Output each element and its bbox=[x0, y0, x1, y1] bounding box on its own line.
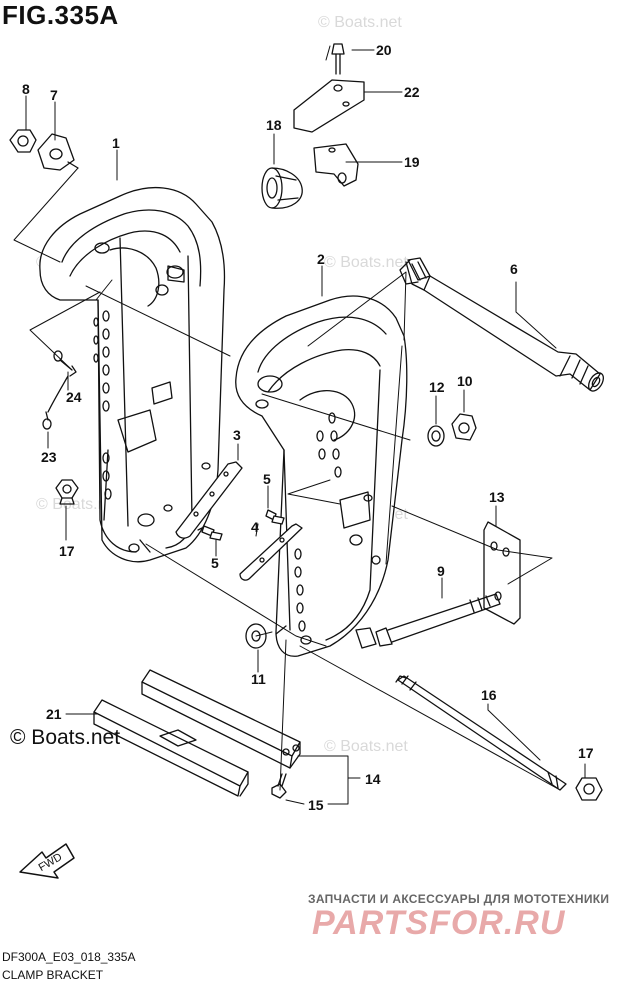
callout-2: 2 bbox=[317, 251, 325, 267]
callout-24: 24 bbox=[66, 389, 82, 405]
part-7-plate[interactable] bbox=[37, 133, 79, 171]
diagram-caption: CLAMP BRACKET bbox=[2, 968, 104, 982]
part-17-nut-left[interactable] bbox=[55, 479, 79, 505]
watermark: © Boats.net bbox=[324, 254, 408, 271]
copyright-brand: © Boats.net bbox=[10, 726, 121, 749]
part-15-screw[interactable] bbox=[271, 773, 287, 799]
clamp-bracket-starboard[interactable] bbox=[235, 295, 408, 657]
callout-17-left: 17 bbox=[59, 543, 75, 559]
part-12-washer[interactable] bbox=[427, 425, 445, 447]
part-14-plate[interactable] bbox=[141, 669, 301, 769]
forward-direction-arrow: FWD bbox=[19, 843, 75, 879]
callout-numbers: 1 2 3 4 5 5 6 7 8 9 10 11 12 13 14 15 16… bbox=[22, 42, 594, 813]
ad-brand: PARTSFOR.RU bbox=[312, 904, 566, 942]
callout-3: 3 bbox=[233, 427, 241, 443]
callout-12: 12 bbox=[429, 379, 445, 395]
watermark: © Boats.net bbox=[318, 14, 402, 31]
part-10-nut[interactable] bbox=[451, 413, 477, 441]
part-22-bracket[interactable] bbox=[293, 79, 365, 133]
assembly-lines bbox=[13, 45, 561, 791]
part-16-bolt[interactable] bbox=[395, 675, 567, 791]
part-17-nut-right[interactable] bbox=[575, 777, 603, 801]
watermark: © Boats.net bbox=[324, 738, 408, 755]
callout-1: 1 bbox=[112, 135, 120, 151]
bracket-adjust-holes bbox=[93, 310, 112, 500]
callout-13: 13 bbox=[489, 489, 505, 505]
part-21-block[interactable] bbox=[93, 699, 249, 797]
callout-9: 9 bbox=[437, 563, 445, 579]
part-6-tilt-tube[interactable] bbox=[399, 257, 606, 394]
watermark: © Boats.net bbox=[36, 496, 120, 513]
callout-6: 6 bbox=[510, 261, 518, 277]
callout-19: 19 bbox=[404, 154, 420, 170]
part-3-plate[interactable] bbox=[175, 461, 243, 539]
part-20-bolt[interactable] bbox=[331, 43, 345, 75]
callout-5-lower: 5 bbox=[211, 555, 219, 571]
part-13-plate[interactable] bbox=[483, 521, 521, 625]
ad-tagline: ЗАПЧАСТИ И АКСЕССУАРЫ ДЛЯ МОТОТЕХНИКИ bbox=[308, 892, 610, 906]
callout-4: 4 bbox=[251, 519, 259, 535]
part-4-plate[interactable] bbox=[239, 523, 303, 581]
callout-15: 15 bbox=[308, 797, 324, 813]
drawing-code: DF300A_E03_018_335A bbox=[2, 950, 136, 964]
part-5-screw-left[interactable] bbox=[197, 525, 223, 541]
callout-leaders bbox=[25, 49, 586, 805]
callout-14: 14 bbox=[365, 771, 381, 787]
bracket-adjust-holes-2 bbox=[294, 412, 342, 632]
callout-16: 16 bbox=[481, 687, 497, 703]
part-18-bushing[interactable] bbox=[261, 167, 303, 209]
callout-7: 7 bbox=[50, 87, 58, 103]
callout-22: 22 bbox=[404, 84, 420, 100]
part-5-screw-right[interactable] bbox=[265, 509, 285, 525]
callout-11: 11 bbox=[251, 671, 266, 687]
callout-21: 21 bbox=[46, 706, 62, 722]
clamp-bracket-port[interactable] bbox=[39, 186, 226, 563]
figure-title: FIG.335A bbox=[2, 0, 119, 30]
part-8-nut[interactable] bbox=[9, 129, 37, 153]
callout-23: 23 bbox=[41, 449, 57, 465]
part-19-bracket[interactable] bbox=[313, 143, 359, 187]
callout-18: 18 bbox=[266, 117, 282, 133]
part-9-bolt[interactable] bbox=[355, 593, 501, 649]
callout-5-upper: 5 bbox=[263, 471, 271, 487]
callout-8: 8 bbox=[22, 81, 30, 97]
callout-10: 10 bbox=[457, 373, 473, 389]
callout-17-right: 17 bbox=[578, 745, 594, 761]
callout-20: 20 bbox=[376, 42, 392, 58]
